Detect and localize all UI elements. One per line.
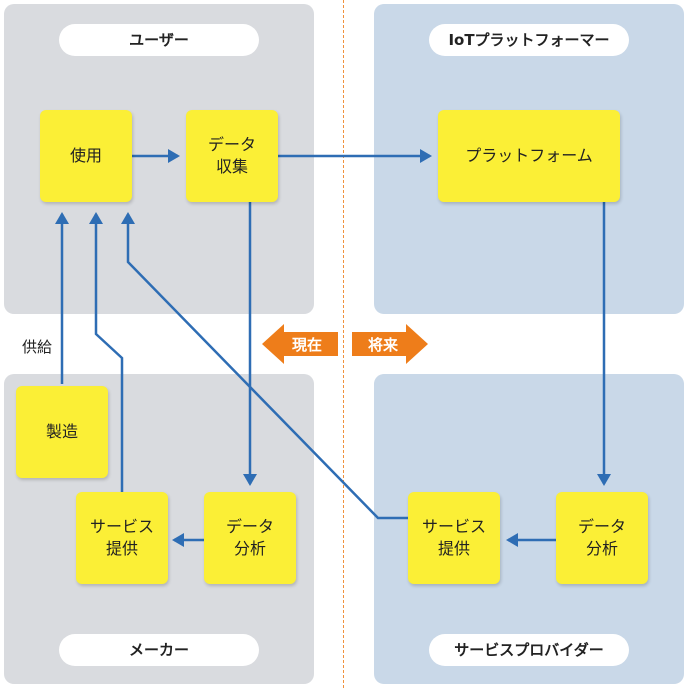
- provider-data-analysis-box: データ 分析: [556, 492, 648, 584]
- maker-service-box: サービス 提供: [76, 492, 168, 584]
- provider-panel-title: サービスプロバイダー: [429, 634, 629, 666]
- left-arrow-icon: [262, 324, 338, 364]
- future-label: 将来: [367, 335, 398, 354]
- manufacture-box: 製造: [16, 386, 108, 478]
- platform-box: プラットフォーム: [438, 110, 620, 202]
- iot-panel-title: IoTプラットフォーマー: [429, 24, 629, 56]
- dashed-divider: [343, 0, 344, 688]
- user-panel-title: ユーザー: [59, 24, 259, 56]
- use-box: 使用: [40, 110, 132, 202]
- data-collection-box: データ 収集: [186, 110, 278, 202]
- provider-service-box: サービス 提供: [408, 492, 500, 584]
- arrow-provider-service-to-use: [121, 212, 408, 520]
- arrow-maker-service-to-use: [89, 212, 124, 492]
- future-arrow: 将来: [352, 324, 428, 364]
- supply-label: 供給: [22, 338, 53, 356]
- current-arrow: 現在: [262, 324, 338, 364]
- maker-data-analysis-box: データ 分析: [204, 492, 296, 584]
- maker-panel-title: メーカー: [59, 634, 259, 666]
- right-arrow-icon: [352, 324, 428, 364]
- current-label: 現在: [291, 335, 322, 354]
